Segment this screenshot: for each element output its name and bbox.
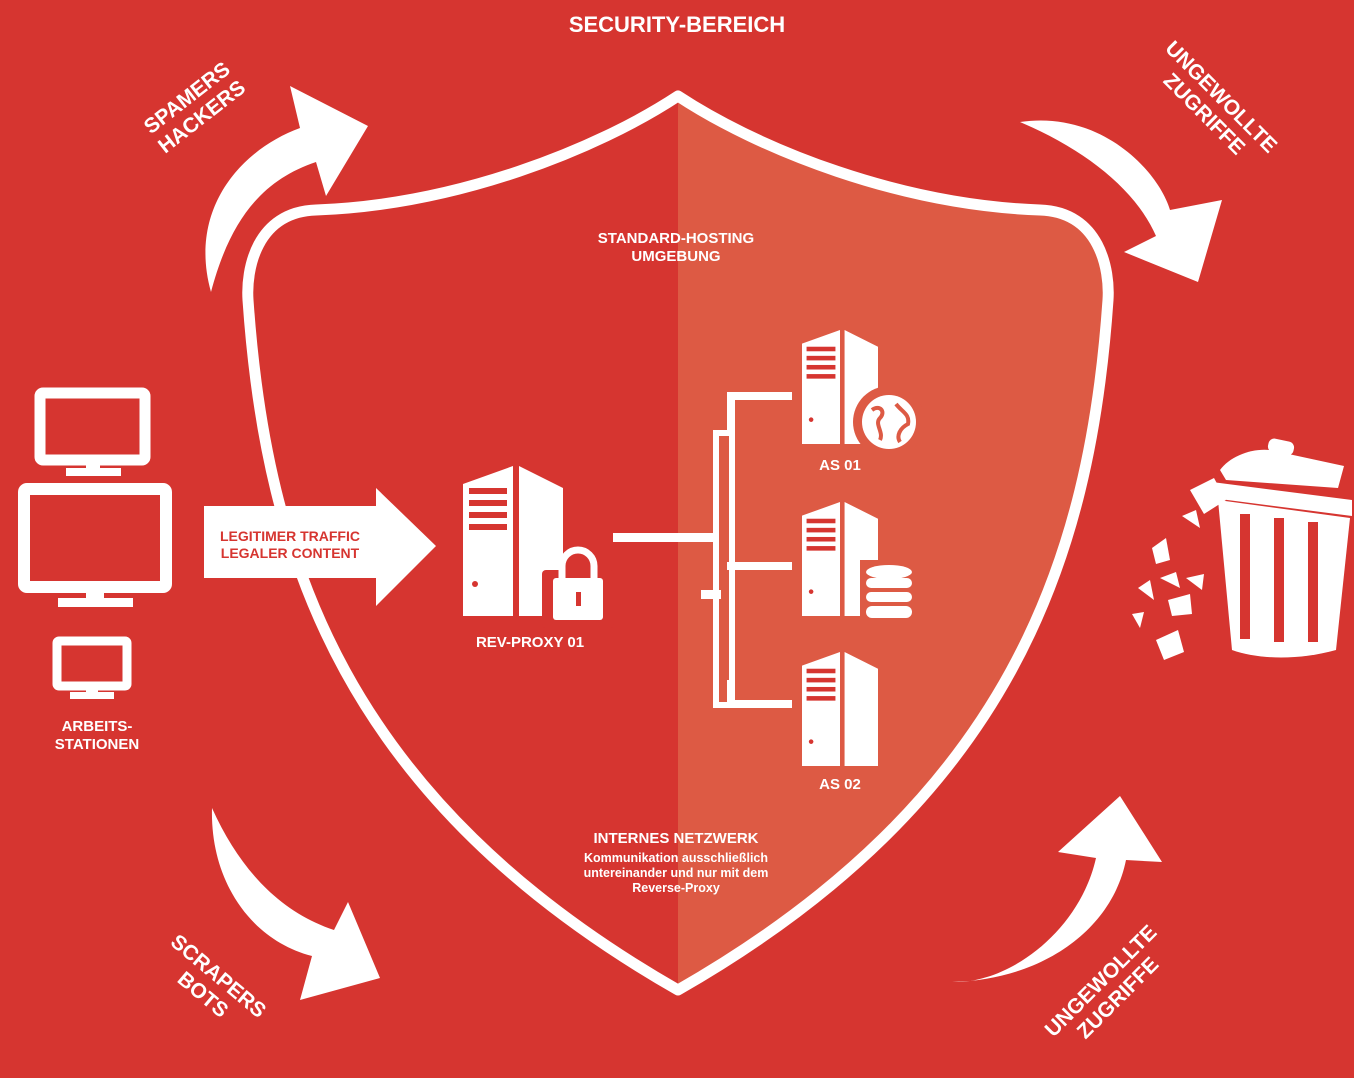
arrow-bottom-left: [211, 808, 380, 1000]
workstations-label-line-2: STATIONEN: [54, 736, 140, 753]
legit-traffic-arrow: [204, 488, 436, 606]
shield-top-label: STANDARD-HOSTING UMGEBUNG: [526, 230, 826, 266]
internal-network-text-line-1: Kommunikation ausschließlich: [583, 851, 769, 865]
arrow-top-left: [205, 86, 368, 292]
server-lock-icon: [463, 466, 614, 628]
server-as02-label: AS 02: [819, 776, 861, 793]
server-icon: [802, 652, 878, 766]
trash-bin-icon: [1132, 438, 1352, 660]
server-globe-icon: [802, 330, 925, 458]
workstations-label-line-1: ARBEITS-: [61, 718, 133, 735]
arrow-bottom-right: [952, 796, 1162, 983]
workstations-icon: [18, 387, 172, 699]
traffic-label-line-1: LEGITIMER TRAFFIC: [220, 528, 360, 544]
server-as01-label: AS 01: [819, 457, 861, 474]
arrow-top-right: [1020, 120, 1222, 282]
server-database-icon: [802, 502, 920, 622]
network-connectors: [613, 392, 792, 708]
shield-top-label-line-2: UMGEBUNG: [631, 248, 721, 265]
internal-network-text-line-2: untereinander und nur mit dem: [583, 866, 769, 880]
internal-network-title: INTERNES NETZWERK: [593, 830, 759, 847]
traffic-label-line-2: LEGALER CONTENT: [220, 544, 360, 561]
shield-top-label-line-1: STANDARD-HOSTING: [597, 230, 755, 247]
traffic-label: LEGITIMER TRAFFIC LEGALER CONTENT: [204, 528, 376, 562]
shield-outer-outline: [242, 90, 1114, 996]
diagram-title: SECURITY-BEREICH: [568, 12, 786, 37]
workstations-label: ARBEITS- STATIONEN: [22, 718, 172, 754]
internal-network-text: Kommunikation ausschließlich untereinand…: [506, 851, 846, 896]
proxy-label: REV-PROXY 01: [475, 634, 585, 651]
internal-network-text-line-3: Reverse-Proxy: [632, 881, 720, 895]
